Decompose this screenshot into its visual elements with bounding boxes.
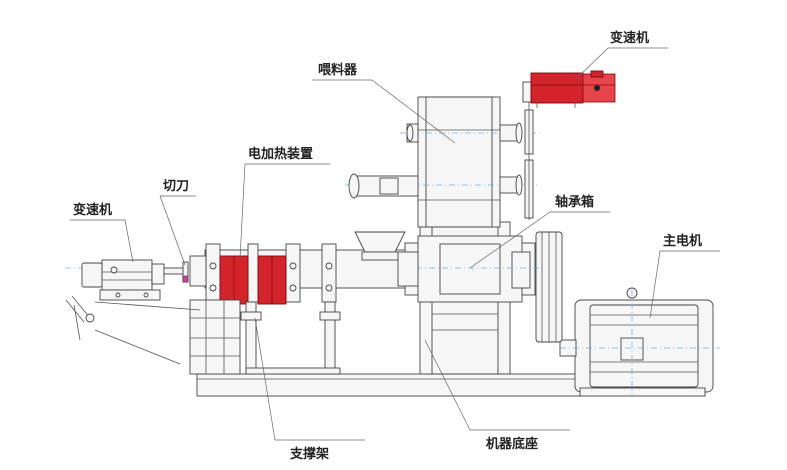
label-support-frame: 支撑架: [289, 446, 329, 462]
label-machine-base: 机器底座: [486, 436, 538, 452]
feeder: [345, 95, 540, 228]
bearing-box: [404, 235, 536, 303]
belt-pulley: [535, 231, 563, 343]
support-frame: [94, 299, 341, 375]
top-reducer: [522, 70, 616, 108]
label-electric-heater: 电加热装置: [248, 146, 313, 162]
leader-lines: [70, 47, 720, 441]
label-reducer-top: 变速机: [610, 30, 649, 46]
label-main-motor: 主电机: [663, 233, 702, 249]
electric-heater: [219, 255, 287, 305]
label-bearing-box: 轴承箱: [555, 194, 594, 210]
label-cutter: 切刀: [163, 179, 189, 194]
label-feeder: 喂料器: [318, 62, 358, 78]
main-motor: [559, 287, 720, 397]
label-reducer-left: 变速机: [73, 202, 112, 218]
cutter: [182, 261, 189, 283]
left-reducer: [65, 259, 201, 341]
